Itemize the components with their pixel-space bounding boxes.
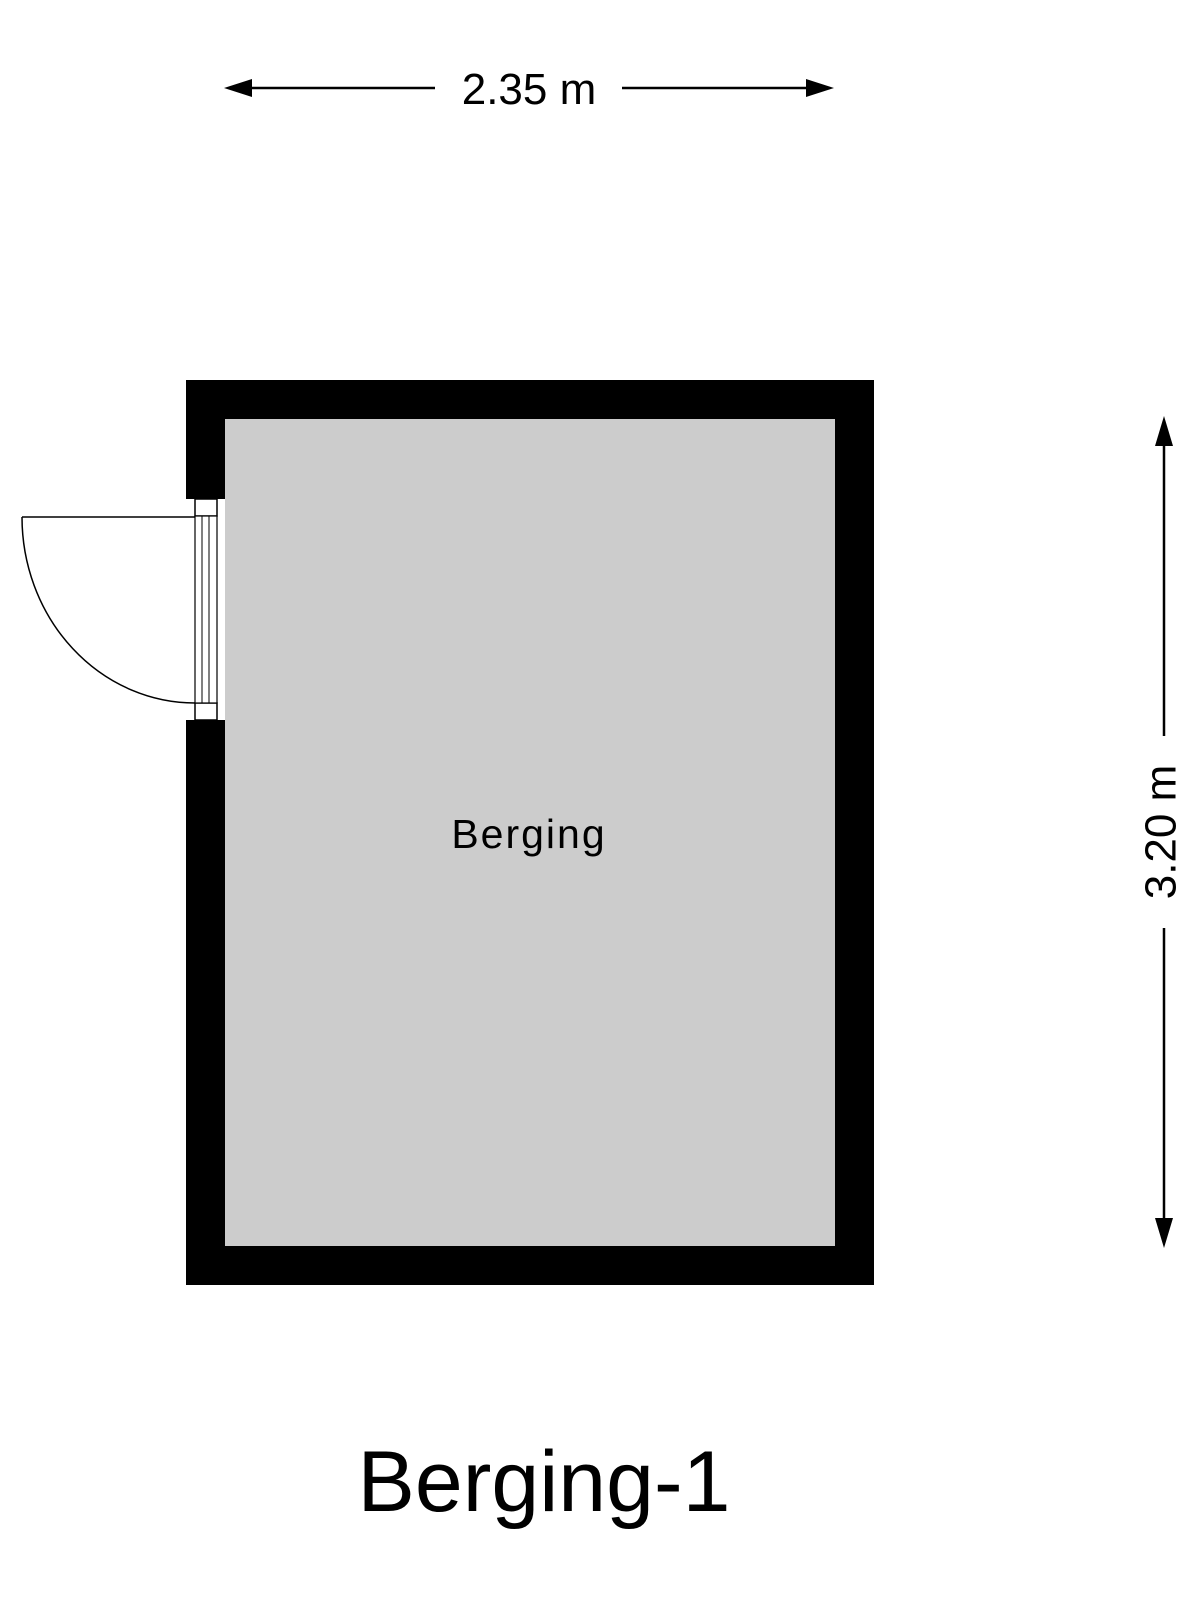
width-dimension: 2.35 m [224,65,834,114]
door-threshold [194,515,218,704]
width-arrow-right-icon [806,79,834,97]
walls [186,380,874,1285]
door-frame-top [194,498,218,517]
room-label: Berging [451,811,606,857]
wall-bottom [186,1246,874,1285]
wall-left-lower [186,720,225,1285]
wall-top [186,380,874,419]
wall-right [835,380,874,1285]
height-arrow-bottom-icon [1155,1218,1173,1248]
width-dimension-label: 2.35 m [462,65,597,114]
height-dimension: 3.20 m [1137,416,1186,1248]
height-dimension-label: 3.20 m [1137,765,1186,900]
height-arrow-top-icon [1155,416,1173,446]
room-floor [225,419,835,1246]
door-swing-arc [21,516,196,704]
wall-left-upper [186,380,225,499]
width-arrow-left-icon [224,79,252,97]
door [21,498,218,721]
door-frame-bottom [194,702,218,721]
plan-title: Berging-1 [358,1434,731,1530]
